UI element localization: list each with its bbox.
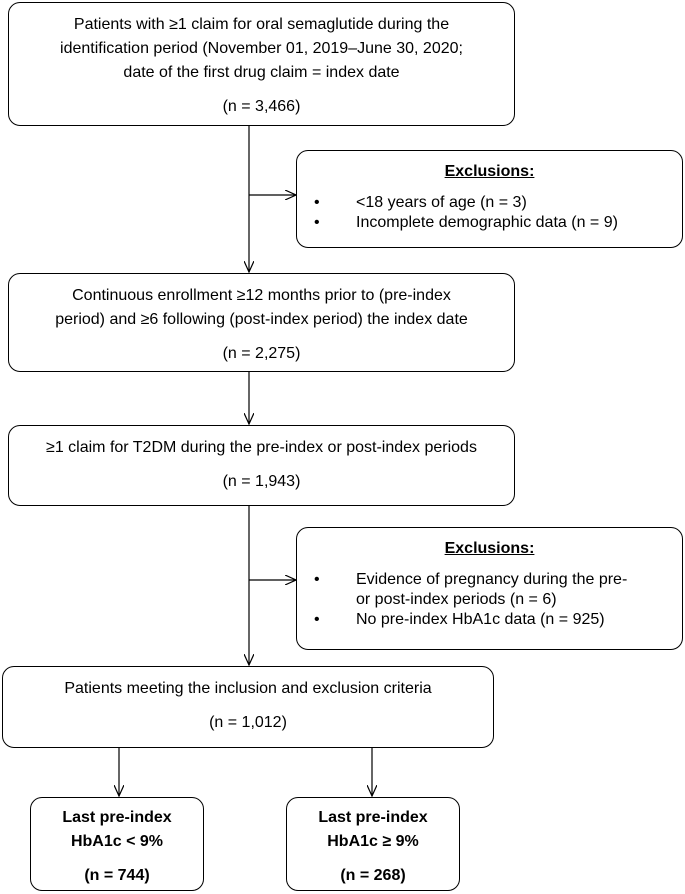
group-low-line-1: Last pre-index xyxy=(62,809,172,826)
enrollment-line-2: period) and ≥6 following (post-index per… xyxy=(55,311,468,328)
enrollment-box: Continuous enrollment ≥12 months prior t… xyxy=(8,273,515,372)
bullet-icon: • xyxy=(314,194,320,211)
bullet-icon: • xyxy=(314,611,320,628)
group-low-line-2: HbA1c < 9% xyxy=(70,833,164,850)
identification-line-3: date of the first drug claim = index dat… xyxy=(123,64,400,81)
identification-box: Patients with ≥1 claim for oral semaglut… xyxy=(8,2,515,126)
enrollment-count: (n = 2,275) xyxy=(222,345,301,362)
identification-line-2: identification period (November 01, 2019… xyxy=(60,40,463,57)
group-low-count: (n = 744) xyxy=(84,867,150,884)
exclusions-title-2: Exclusions: xyxy=(444,540,535,557)
group-high-line-1: Last pre-index xyxy=(318,809,428,826)
t2dm-box: ≥1 claim for T2DM during the pre-index o… xyxy=(8,425,515,506)
exclusions-list-2: • Evidence of pregnancy during the pre- … xyxy=(297,570,682,630)
enrollment-line-1: Continuous enrollment ≥12 months prior t… xyxy=(72,287,451,304)
identification-count: (n = 3,466) xyxy=(222,98,301,115)
group-low-box: Last pre-index HbA1c < 9% (n = 744) xyxy=(30,797,204,891)
bullet-icon: • xyxy=(314,214,320,231)
exclusions-title-1: Exclusions: xyxy=(444,163,535,180)
exclusion-item: • Incomplete demographic data (n = 9) xyxy=(314,214,618,231)
group-high-box: Last pre-index HbA1c ≥ 9% (n = 268) xyxy=(286,797,460,891)
exclusion-item: • <18 years of age (n = 3) xyxy=(314,194,527,211)
group-high-line-2: HbA1c ≥ 9% xyxy=(327,833,419,850)
bullet-icon: • xyxy=(314,571,320,588)
included-count: (n = 1,012) xyxy=(209,714,287,731)
t2dm-count: (n = 1,943) xyxy=(222,473,301,490)
exclusion-item: • No pre-index HbA1c data (n = 925) xyxy=(314,611,605,628)
exclusions-list-1: • <18 years of age (n = 3) • Incomplete … xyxy=(297,193,682,233)
included-box: Patients meeting the inclusion and exclu… xyxy=(2,666,494,748)
exclusion-item: • Evidence of pregnancy during the pre- … xyxy=(314,571,628,608)
t2dm-line-1: ≥1 claim for T2DM during the pre-index o… xyxy=(46,439,477,456)
identification-line-1: Patients with ≥1 claim for oral semaglut… xyxy=(73,16,450,33)
exclusions-box-2: Exclusions: • Evidence of pregnancy duri… xyxy=(296,527,683,650)
exclusions-box-1: Exclusions: • <18 years of age (n = 3) •… xyxy=(296,150,683,248)
group-high-count: (n = 268) xyxy=(340,867,406,884)
included-line-1: Patients meeting the inclusion and exclu… xyxy=(64,680,432,697)
